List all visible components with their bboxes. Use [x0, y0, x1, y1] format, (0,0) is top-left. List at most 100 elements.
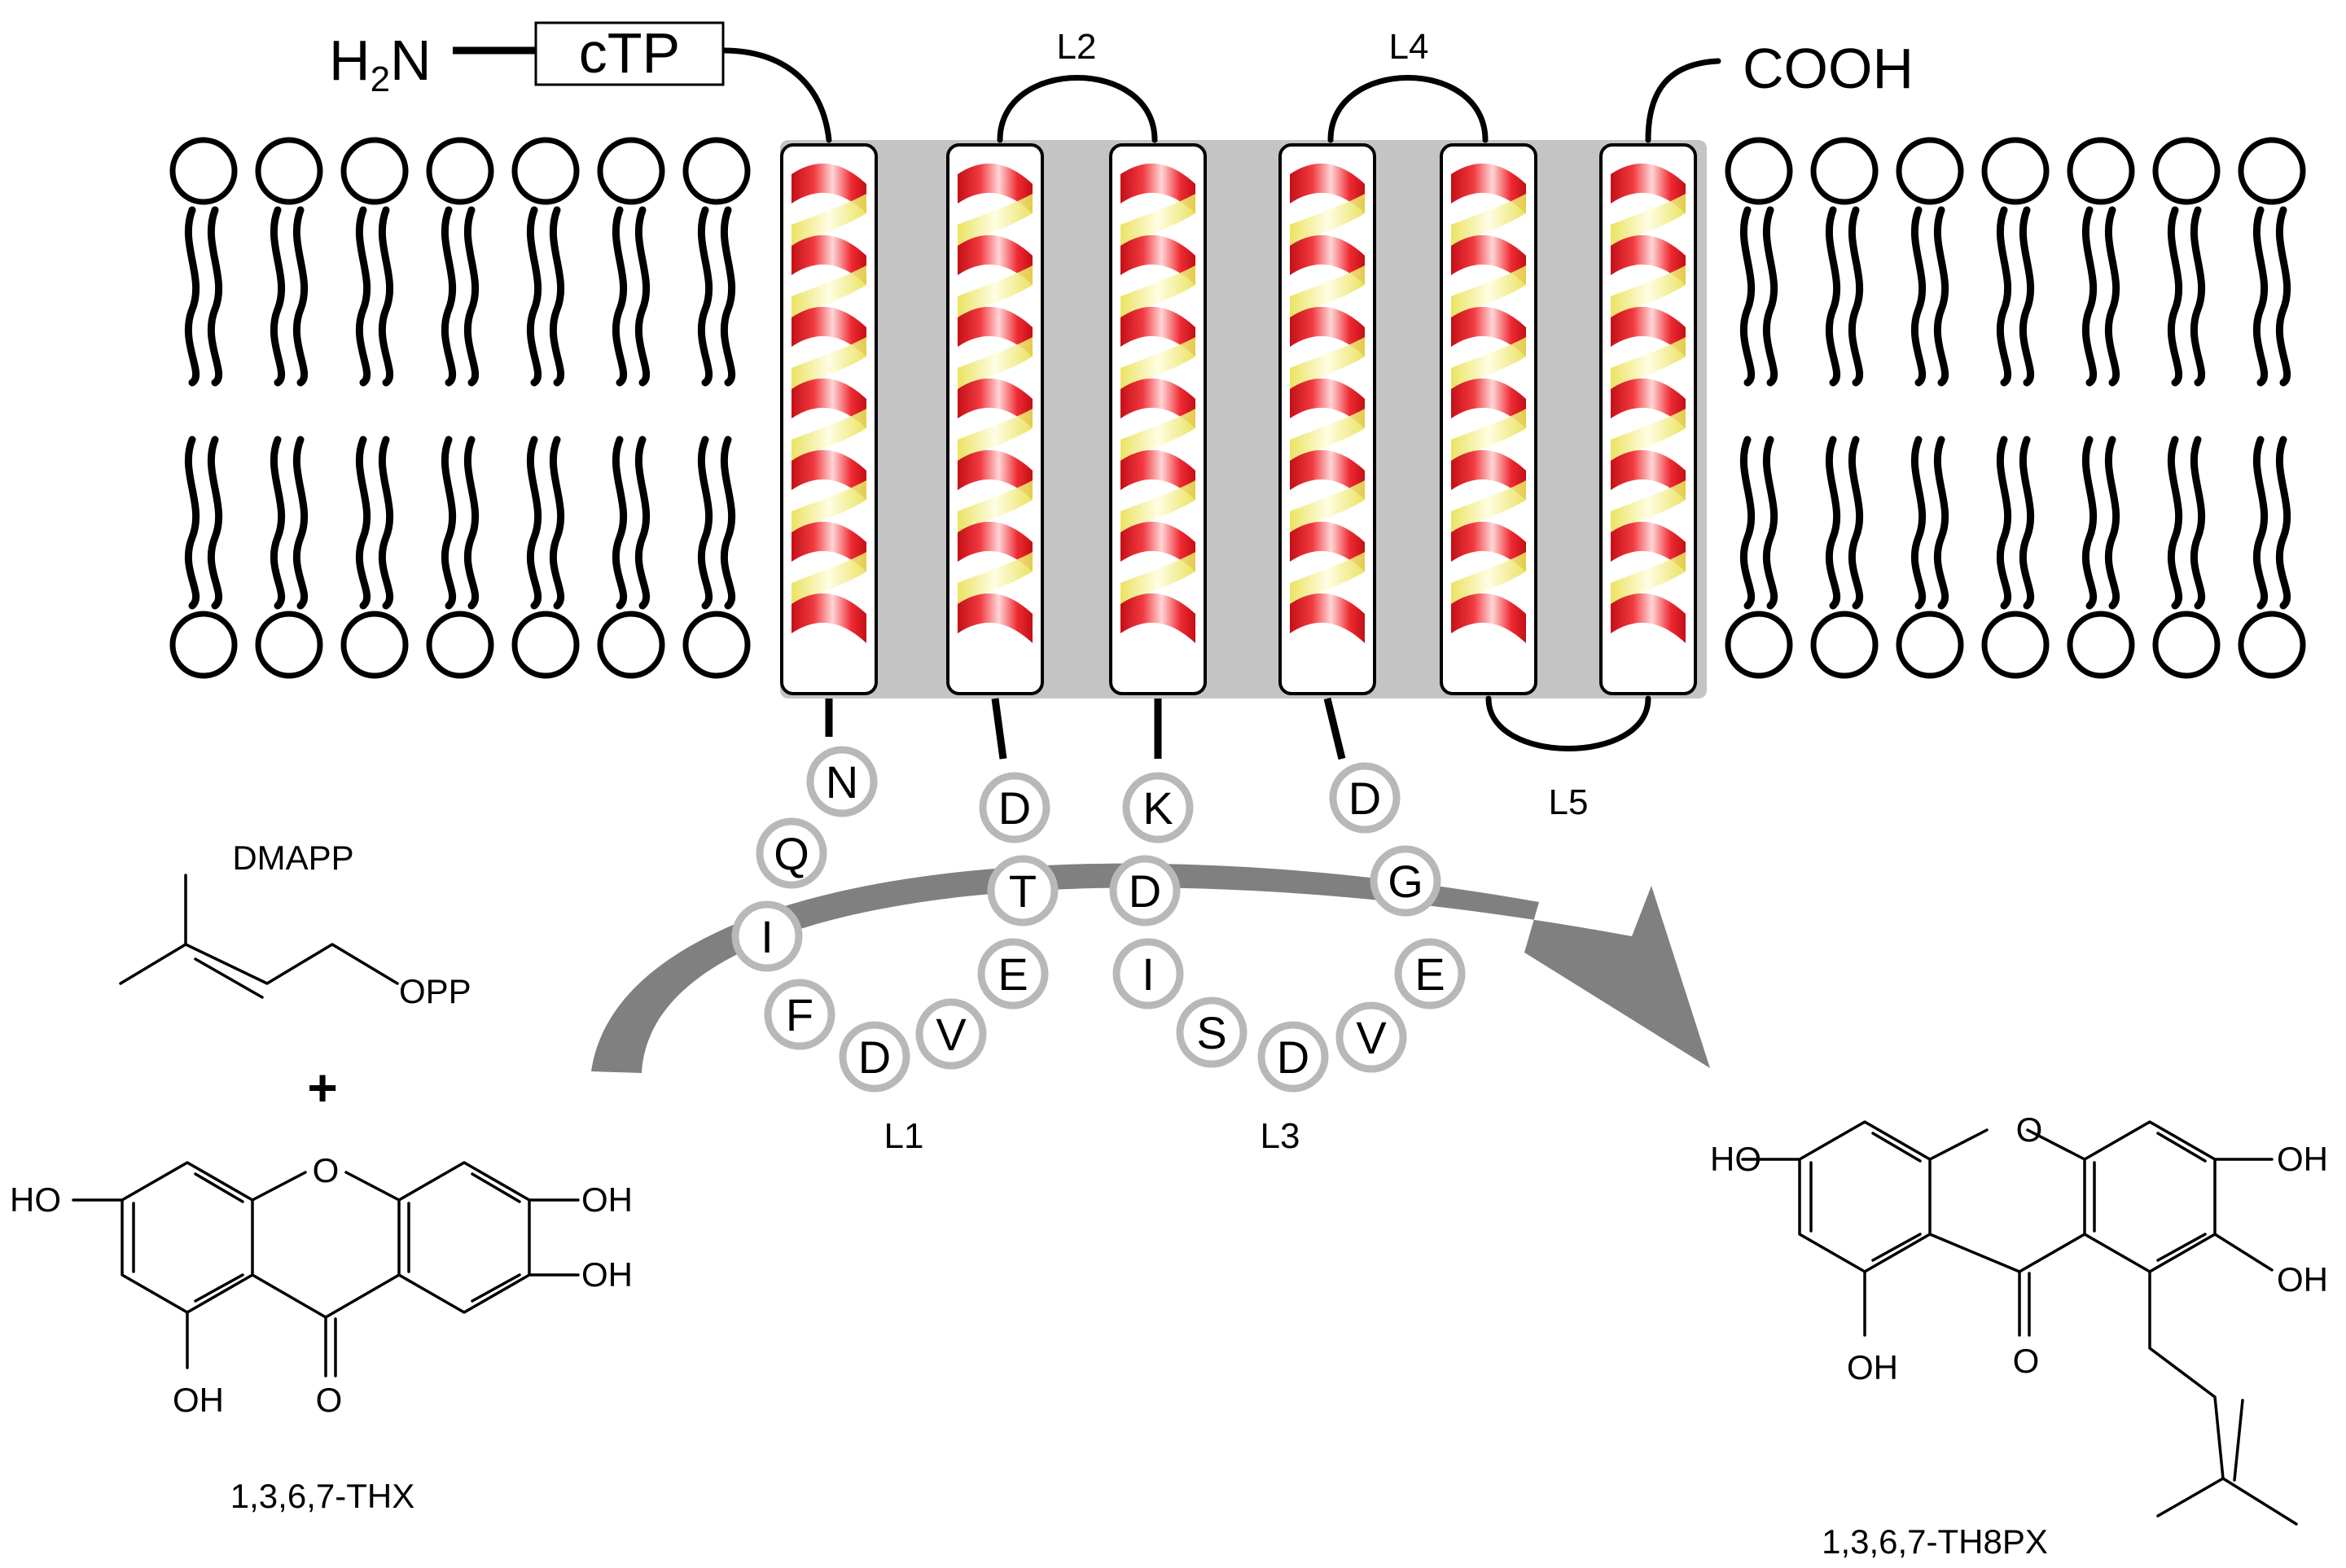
loop-l4-line [1327, 75, 1489, 143]
lipid-head-right-top-3 [1981, 137, 2050, 205]
lipid-tail-right-lower-2-0 [1910, 436, 1927, 610]
helix-1-yellow-turn-0 [792, 194, 866, 246]
lipid-tail-right-lower-0-1 [1762, 436, 1778, 610]
helix-4-red-turn-3 [1290, 378, 1365, 428]
lipid-tail-right-lower-6-0 [2252, 436, 2269, 610]
helix-6-red-turn-6 [1611, 593, 1686, 643]
dmapp-skeleton [119, 874, 399, 985]
lipid-tail-left-lower-4-1 [549, 436, 565, 610]
residue-label-l3-6: E [1414, 948, 1445, 1000]
helix-5-yellow-turn-2 [1451, 337, 1526, 389]
lipid-head-right-bottom-3 [1981, 611, 2050, 679]
residue-l1-7 [987, 855, 1059, 926]
lipid-head-left-bottom-1 [255, 611, 323, 679]
lipid-tail-left-upper-3-0 [441, 206, 457, 387]
helix-1 [780, 143, 878, 695]
lipid-head-left-bottom-5 [597, 611, 665, 679]
residue-l1-6 [977, 938, 1049, 1010]
signal-peptide-box [534, 21, 725, 86]
lipid-head-right-top-5 [2152, 137, 2221, 205]
residue-l1-8 [979, 772, 1050, 843]
lipid-tail-left-upper-4-1 [549, 206, 565, 387]
helix-4-yellow-turn-3 [1290, 409, 1365, 461]
helix-2-red-turn-3 [958, 378, 1033, 428]
helix-1-red-turn-0 [792, 163, 866, 213]
helix-4-red-turn-1 [1290, 234, 1365, 285]
loop-l5-line [1485, 695, 1651, 751]
lipid-tail-right-lower-1-1 [1848, 436, 1864, 610]
residue-l3-5 [1335, 1001, 1407, 1073]
residue-label-l3-3: S [1196, 1007, 1226, 1058]
helix-1-red-turn-6 [792, 593, 866, 643]
lipid-head-right-top-6 [2238, 137, 2306, 205]
stalk-l4 [1323, 697, 1346, 760]
lipid-head-right-top-4 [2067, 137, 2135, 205]
residue-label-l3-0: K [1142, 782, 1173, 834]
helix-2 [946, 143, 1044, 695]
helix-3-red-turn-0 [1120, 163, 1195, 213]
lipid-tail-right-upper-4-0 [2081, 206, 2098, 387]
residue-label-l1-6: E [998, 948, 1028, 1000]
residue-l1-5 [915, 998, 987, 1070]
lipid-bilayer-right [1725, 137, 2306, 679]
dmapp-opp-label: OPP [399, 972, 471, 1010]
helix-4-yellow-turn-1 [1290, 265, 1365, 318]
residue-label-l1-0: N [826, 756, 858, 808]
lipid-tail-left-upper-1-0 [270, 206, 286, 387]
stalk-l2 [991, 698, 1007, 760]
lipid-head-right-bottom-0 [1725, 611, 1793, 679]
helix-3-red-turn-1 [1120, 234, 1195, 285]
n-terminus-label: H2N [329, 28, 432, 99]
helix-6-yellow-turn-3 [1611, 409, 1686, 461]
thx-oh-6: OH [581, 1180, 633, 1219]
protein-membrane-band [780, 140, 1707, 699]
lipid-head-right-bottom-2 [1896, 611, 1964, 679]
lipid-tail-left-upper-6-0 [697, 206, 713, 387]
helix-5-red-turn-1 [1451, 234, 1526, 285]
lipid-tail-right-upper-1-1 [1848, 206, 1864, 387]
lipid-head-left-bottom-0 [169, 611, 238, 679]
lipid-tail-left-lower-0-1 [207, 436, 223, 610]
n-terminus-h: H [329, 28, 371, 92]
thx-molecule: O O HO OH OH OH 1,3,6,7-THX [10, 1151, 633, 1515]
th8px-skeleton [1741, 1120, 2298, 1526]
lipid-head-left-bottom-3 [426, 611, 494, 679]
helix-2-red-turn-1 [958, 234, 1033, 285]
plus-sign: + [307, 1058, 337, 1117]
lipid-head-left-top-6 [682, 137, 751, 205]
residue-l3-6 [1394, 938, 1466, 1010]
helix-2-yellow-turn-2 [958, 337, 1033, 389]
helix-5-red-turn-5 [1451, 521, 1526, 572]
loop-label-l5: L5 [1549, 782, 1589, 822]
lipid-head-right-top-0 [1725, 137, 1793, 205]
helix-5-yellow-turn-0 [1451, 194, 1526, 246]
helix-6-red-turn-2 [1611, 306, 1686, 357]
helix-3-red-turn-4 [1120, 449, 1195, 500]
residue-label-l1-2: I [761, 911, 774, 962]
helix-5-red-turn-0 [1451, 163, 1526, 213]
helix-3-red-turn-3 [1120, 378, 1195, 428]
helix-2-yellow-turn-5 [958, 552, 1033, 604]
lipid-tail-right-upper-2-0 [1910, 206, 1927, 387]
helix-2-red-turn-4 [958, 449, 1033, 500]
helix-6-red-turn-0 [1611, 163, 1686, 213]
lipid-tail-right-upper-6-0 [2252, 206, 2269, 387]
helix-4-yellow-turn-2 [1290, 337, 1365, 389]
helix-5 [1440, 143, 1537, 695]
lipid-tail-left-lower-3-0 [441, 436, 457, 610]
lipid-head-right-bottom-1 [1810, 611, 1879, 679]
lipid-tail-right-lower-2-1 [1933, 436, 1949, 610]
lipid-tail-left-upper-0-0 [184, 206, 200, 387]
lipid-head-left-top-3 [426, 137, 494, 205]
dmapp-molecule: DMAPP OPP [119, 839, 471, 1010]
helix-4-yellow-turn-0 [1290, 194, 1365, 246]
helix-2-red-turn-0 [958, 163, 1033, 213]
lipid-head-left-top-2 [340, 137, 409, 205]
thx-ring-oxygen: O [313, 1151, 340, 1189]
lipid-tail-left-upper-5-0 [612, 206, 628, 387]
helix-1-yellow-turn-3 [792, 409, 866, 461]
lipid-tail-left-lower-5-1 [634, 436, 651, 610]
helix-6-red-turn-5 [1611, 521, 1686, 572]
